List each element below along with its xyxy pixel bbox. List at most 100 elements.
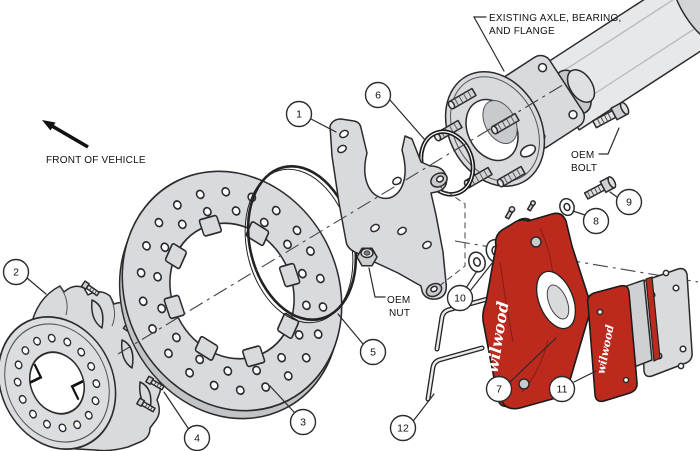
drum-petal — [90, 299, 104, 329]
annotation-existing-axle: EXISTING AXLE, BEARING, AND FLANGE — [472, 13, 621, 72]
pad-clip-upper — [435, 296, 493, 351]
brake-caliper: wilwood — [482, 200, 591, 410]
annotation-oem-bolt: OEM BOLT — [571, 127, 620, 174]
bracket-hole — [422, 240, 432, 250]
bracket-hole — [392, 176, 402, 186]
callout-10-circle — [446, 284, 474, 312]
svg-text:12: 12 — [397, 423, 409, 435]
callout-6: 6 — [364, 81, 426, 141]
caliper-bolt-head — [518, 378, 530, 390]
callout-7: 7 — [485, 337, 557, 403]
set-screw — [80, 280, 100, 297]
svg-text:9: 9 — [626, 197, 632, 209]
callout-8-circle — [582, 207, 610, 235]
axle-bearing-inner — [566, 69, 596, 103]
pad-ear-hole — [677, 362, 685, 370]
callout-3: 3 — [269, 385, 317, 436]
set-screws — [80, 280, 165, 413]
axle-label-line2: AND FLANGE — [489, 26, 555, 37]
front-arrow-head-icon — [42, 120, 56, 131]
callout-1-circle — [285, 100, 313, 128]
callout-11: 11 — [548, 370, 597, 403]
callout-9: 9 — [609, 188, 643, 216]
flat-washer-8 — [559, 197, 575, 217]
svg-text:2: 2 — [13, 267, 19, 279]
axle-label-leader — [472, 16, 505, 72]
mounting-bracket — [329, 118, 448, 300]
annotation-front-of-vehicle: FRONT OF VEHICLE — [42, 120, 146, 166]
callout-2: 2 — [2, 258, 47, 295]
wheel-stud — [496, 165, 526, 188]
oem-bolt-part — [592, 101, 630, 129]
pad-rivet-hole — [679, 345, 687, 353]
oem-bolt-label-line2: BOLT — [571, 163, 597, 174]
tube-highlight — [551, 0, 689, 80]
callout-12: 12 — [389, 393, 435, 442]
drum-scallop-line — [109, 296, 116, 327]
bracket-bushing-top-hole — [435, 175, 445, 183]
rotor-hole-ring-outer — [138, 188, 326, 394]
svg-text:10: 10 — [454, 293, 466, 305]
retainer-hole — [568, 109, 578, 120]
svg-text:8: 8 — [593, 216, 599, 228]
caliper-bolt — [583, 176, 617, 200]
callout-5-circle — [359, 338, 387, 366]
callout-2-circle — [2, 258, 30, 286]
bracket-plate — [329, 118, 448, 300]
set-screw — [136, 397, 156, 413]
pad-clips — [425, 295, 494, 402]
bracket-hole — [397, 226, 407, 236]
callout-10: 10 — [446, 261, 494, 312]
brake-pads: wilwood — [586, 267, 693, 403]
callout-8: 8 — [572, 207, 610, 235]
callout-9-circle — [615, 188, 643, 216]
wheel-stud — [447, 87, 477, 110]
brake-rotor — [118, 170, 343, 420]
front-arrow-shaft — [51, 124, 89, 149]
pad-backing-inner-edge — [645, 276, 661, 362]
drum-hole-ring — [14, 335, 100, 431]
svg-text:3: 3 — [300, 417, 306, 429]
caliper-detail-line — [499, 261, 514, 343]
callout-12-circle — [389, 414, 417, 442]
assembly-center-axis — [117, 82, 567, 355]
oem-nut-part — [356, 247, 378, 267]
callout-7-circle — [485, 375, 513, 403]
pad-ear-hole — [662, 269, 670, 277]
bleed-screw — [504, 205, 516, 220]
pad-rivet-hole — [672, 284, 680, 292]
front-of-vehicle-label: FRONT OF VEHICLE — [46, 155, 146, 166]
set-screw — [145, 375, 165, 391]
oem-nut-label-line2: NUT — [389, 308, 410, 319]
pad-clip-lower — [426, 346, 484, 401]
drum-keyway — [70, 380, 84, 401]
snap-ring-gap — [312, 162, 322, 170]
oem-bolt-leader — [598, 127, 620, 155]
caliper-bolt-head — [530, 236, 542, 248]
svg-text:1: 1 — [296, 109, 302, 121]
drum-keyway — [29, 363, 43, 384]
bleed-screw-2 — [526, 200, 536, 212]
svg-text:6: 6 — [375, 90, 381, 102]
callout-4: 4 — [163, 391, 211, 451]
pad-hole — [622, 376, 630, 384]
mount-plane-dashes — [437, 185, 466, 288]
callout-1: 1 — [285, 100, 337, 133]
oem-nut-label-line1: OEM — [387, 295, 410, 306]
callout-6-circle — [364, 81, 392, 109]
flange-slot — [519, 144, 537, 158]
axle-label-line1: EXISTING AXLE, BEARING, — [489, 13, 621, 24]
oem-nut-leader — [368, 267, 386, 298]
axle-tube-end — [672, 0, 700, 43]
bracket-hole — [370, 223, 380, 233]
bracket-hole — [339, 129, 349, 139]
bracket-bushing-bottom-hole — [430, 285, 438, 293]
rotor-center-opening — [169, 222, 295, 360]
callouts: 1 2 3 4 5 6 7 — [2, 81, 643, 451]
pad-hole — [596, 308, 604, 316]
svg-text:5: 5 — [370, 347, 376, 359]
callout-11-circle — [548, 375, 576, 403]
annotation-oem-nut: OEM NUT — [368, 267, 410, 319]
